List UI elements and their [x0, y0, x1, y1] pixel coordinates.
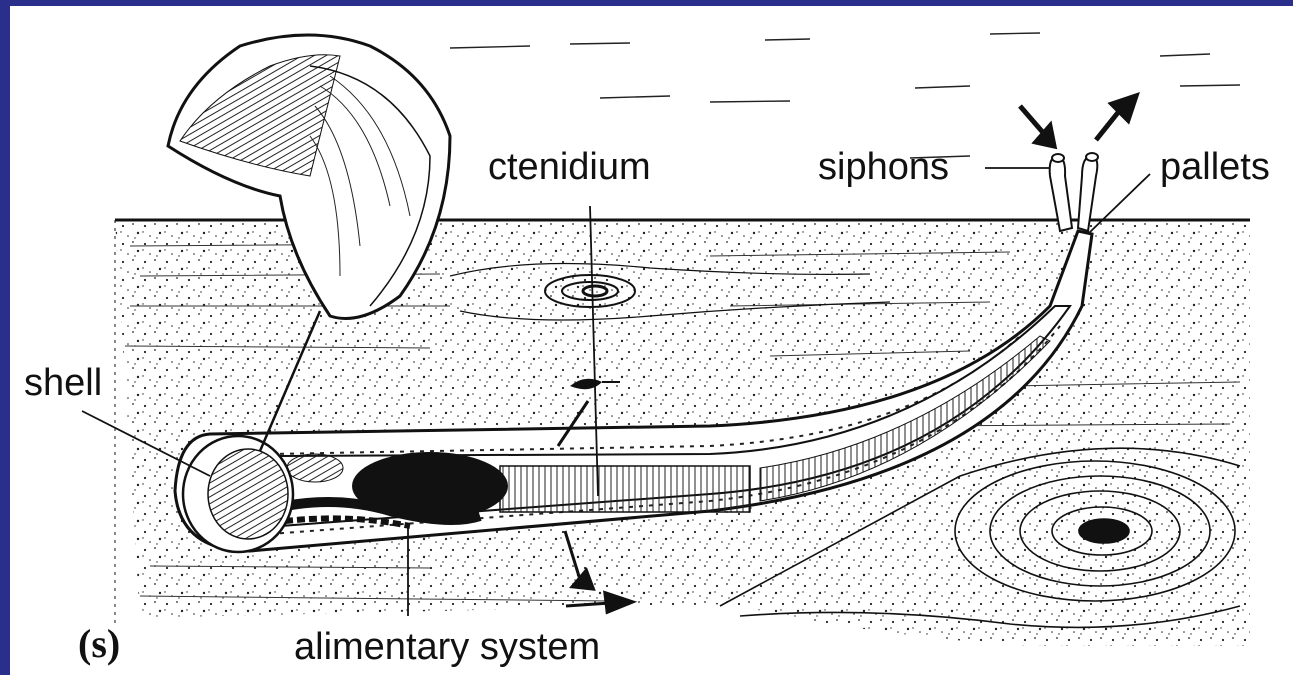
- label-pallets: pallets: [1160, 148, 1270, 186]
- shipworm-illustration: [10, 6, 1293, 675]
- diagram-frame: shell ctenidium siphons pallets alimenta…: [10, 6, 1293, 675]
- label-alimentary-system: alimentary system: [294, 628, 600, 666]
- panel-letter: (s): [78, 624, 120, 664]
- label-shell: shell: [24, 364, 102, 402]
- ctenidium-gill: [500, 466, 750, 512]
- water-streaks: [450, 33, 1240, 158]
- label-ctenidium: ctenidium: [488, 148, 651, 186]
- shell-valves: [183, 436, 293, 552]
- label-siphons: siphons: [818, 148, 949, 186]
